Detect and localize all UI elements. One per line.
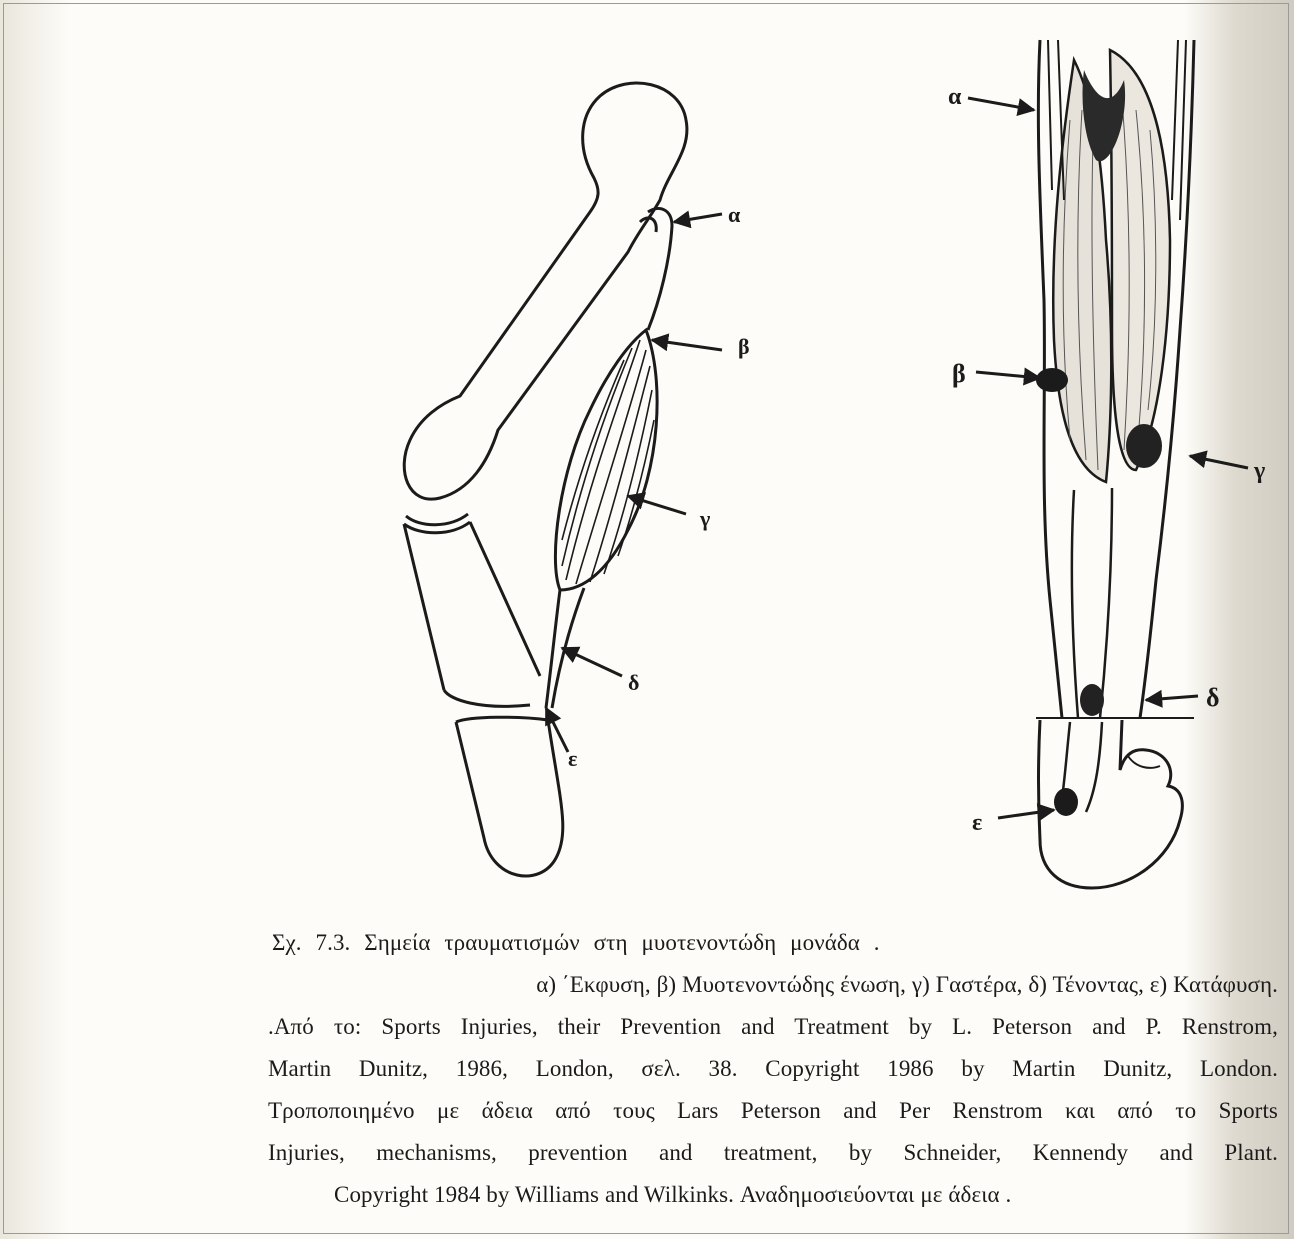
caption-source-line-1: .Από το: Sports Injuries, their Preventi… [268, 1006, 1278, 1048]
arm-label-gamma: γ [699, 506, 710, 531]
injury-spot-epsilon [1054, 788, 1078, 816]
leg-label-delta: δ [1206, 683, 1220, 712]
leg-label-gamma: γ [1253, 458, 1265, 484]
caption-parts: α) ΄Εκφυση, β) Μυοτενοντώδης ένωση, γ) Γ… [268, 964, 1278, 1006]
upper-arm-bone [404, 83, 687, 499]
elbow-joint [406, 514, 468, 525]
caption-copyright-line: Copyright 1984 by Williams and Wilkinks.… [268, 1174, 1278, 1216]
forearm-bone [404, 522, 540, 690]
arm-diagram [404, 83, 687, 876]
caption-modified-line-1: Τροποποιημένο με άδεια από τους Lars Pet… [268, 1090, 1278, 1132]
leg-diagram [1036, 40, 1194, 888]
caption-source-line-2: Martin Dunitz, 1986, London, σελ. 38. Co… [268, 1048, 1278, 1090]
arm-label-alpha: α [728, 202, 741, 227]
origin-tendon [648, 208, 672, 330]
caption-modified-line-2: Injuries, mechanisms, prevention and tre… [268, 1132, 1278, 1174]
injury-spot-delta [1080, 684, 1104, 716]
arm-label-beta: β [738, 334, 750, 359]
lower-bone [456, 720, 563, 876]
leg-label-beta: β [952, 359, 966, 388]
caption-title: Σχ. 7.3. Σημεία τραυματισμών στη μυοτενο… [268, 922, 1278, 964]
arm-label-epsilon: ε [568, 746, 577, 771]
achilles-tendon [1072, 488, 1112, 718]
injury-spot-beta [1036, 368, 1068, 392]
arm-label-delta: δ [628, 670, 639, 695]
injury-spot-gamma [1126, 424, 1162, 468]
muscle-belly [555, 330, 657, 590]
figure-caption: Σχ. 7.3. Σημεία τραυματισμών στη μυοτενο… [268, 922, 1278, 1216]
leg-label-alpha: α [948, 84, 962, 110]
leg-label-epsilon: ε [972, 810, 982, 836]
